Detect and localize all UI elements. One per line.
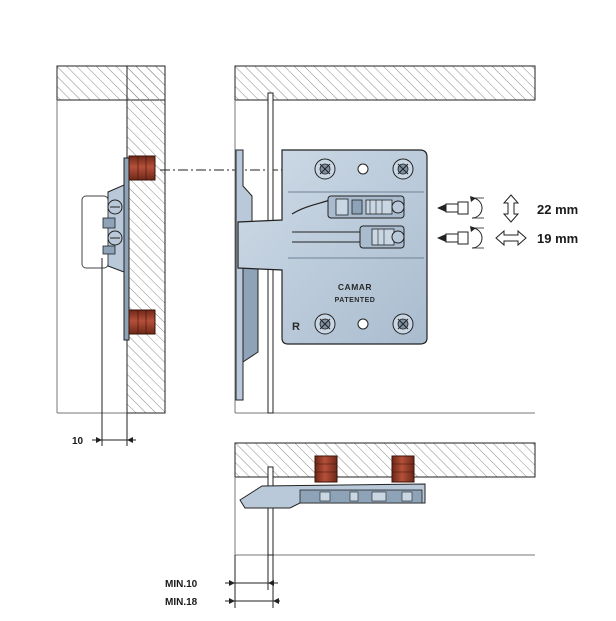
- left-dowel-upper: [128, 155, 156, 181]
- plate-brand-bottom: PATENTED: [335, 297, 376, 304]
- left-side-view: 10: [56, 65, 308, 447]
- plate-side-mark: R: [292, 321, 300, 333]
- horizontal-adjust-label: 19 mm: [537, 231, 578, 246]
- left-dowel-lower: [128, 309, 156, 335]
- left-screw-lower: [107, 230, 123, 246]
- top-view: MIN.10 MIN.18: [165, 442, 536, 608]
- plate-screw-bottom-right: [392, 313, 414, 335]
- dim-min-a: MIN.10: [165, 579, 198, 590]
- left-hanger-body: [123, 157, 130, 341]
- left-side-panel: [126, 65, 166, 414]
- bottom-dowel-right: [391, 455, 415, 483]
- vertical-adjust-label: 22 mm: [537, 202, 578, 217]
- screwdriver-icon-upper: [437, 196, 484, 219]
- plate-hole-top: [357, 163, 369, 175]
- horizontal-adjust-icon: [495, 229, 527, 247]
- bottom-back-panel: [267, 466, 274, 556]
- screwdriver-icon-lower: [437, 226, 484, 249]
- plate-brand-top: CAMAR: [338, 282, 372, 292]
- dim-min-b: MIN.18: [165, 597, 198, 608]
- plate-hole-bottom: [357, 318, 369, 330]
- vertical-adjust-icon: [502, 194, 520, 223]
- adjustment-mechanism: [291, 195, 405, 249]
- left-screw-upper: [107, 199, 123, 215]
- dim-left-offset: 10: [72, 436, 84, 447]
- front-view: CAMAR PATENTED R: [234, 65, 578, 414]
- plate-screw-bottom-left: [314, 313, 336, 335]
- bottom-top-panel: [234, 442, 536, 478]
- plate-screw-top-right: [392, 158, 414, 180]
- bottom-dowel-left: [314, 455, 338, 483]
- plate-screw-top-left: [314, 158, 336, 180]
- front-top-panel: [234, 65, 536, 101]
